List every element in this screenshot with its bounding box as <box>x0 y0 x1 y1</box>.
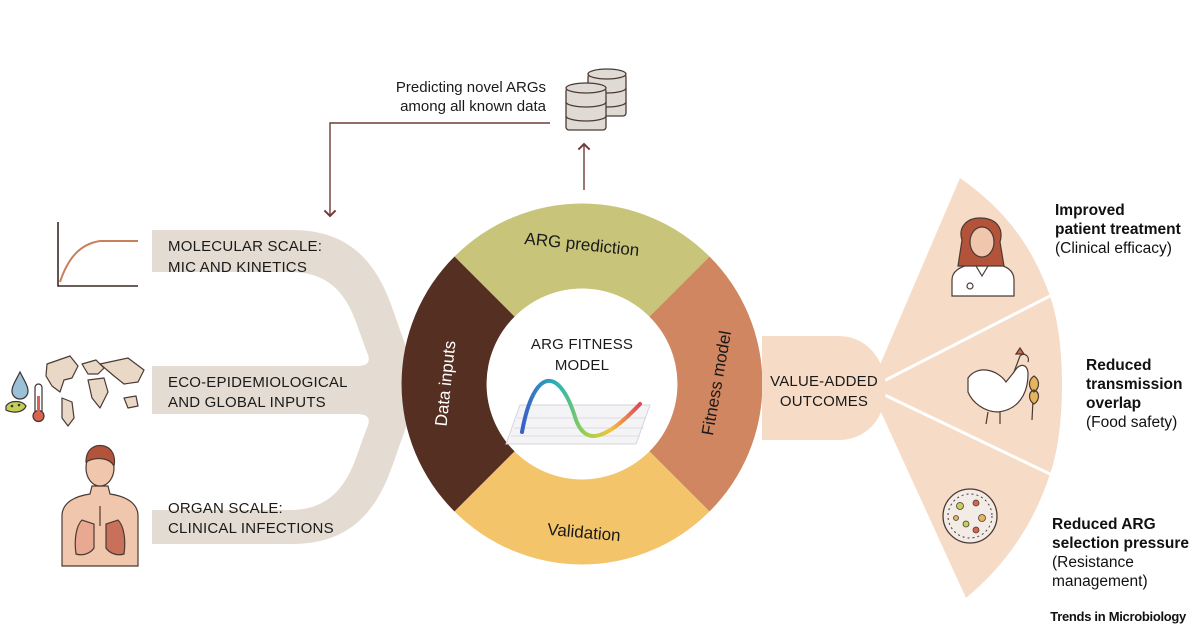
fitness-curve-icon <box>505 378 651 445</box>
thermometer-icon <box>32 383 45 423</box>
ring-segment-data-inputs <box>401 256 515 512</box>
model-ring <box>401 203 763 565</box>
ring-segment-validation <box>454 451 710 565</box>
input-organ-line1: ORGAN SCALE: <box>168 500 283 517</box>
input-molecular-line1: MOLECULAR SCALE: <box>168 238 322 255</box>
outcome-hub <box>762 336 886 440</box>
outcome-clinical: Improved patient treatment (Clinical eff… <box>1055 201 1181 258</box>
center-title-line2: MODEL <box>555 357 609 374</box>
outcome-resistance: Reduced ARG selection pressure (Resistan… <box>1052 515 1189 591</box>
input-eco-line1: ECO-EPIDEMIOLOGICAL <box>168 374 348 391</box>
outcome-food: Reduced transmission overlap (Food safet… <box>1086 356 1182 432</box>
bacterium-icon <box>5 400 27 413</box>
outcome-clinical-sub-1: (Clinical efficacy) <box>1055 240 1172 257</box>
human-lungs-icon <box>61 444 139 567</box>
ring-segment-fitness-model <box>649 256 763 512</box>
novel-arg-prediction-note-line1: Predicting novel ARGs <box>395 79 546 96</box>
database-icon <box>565 68 627 131</box>
world-map-icon <box>45 355 145 427</box>
input-organ-line2: CLINICAL INFECTIONS <box>168 520 334 537</box>
outcome-resistance-sub-1: (Resistance <box>1052 554 1134 571</box>
input-molecular-line2: MIC AND KINETICS <box>168 259 307 276</box>
ring-segment-arg-prediction <box>454 203 710 317</box>
outcome-resistance-title-2: selection pressure <box>1052 535 1189 552</box>
input-band <box>152 230 420 544</box>
outcome-resistance-title-1: Reduced ARG <box>1052 516 1156 533</box>
input-eco-line2: AND GLOBAL INPUTS <box>168 394 326 411</box>
outcome-food-title-1: Reduced <box>1086 357 1152 374</box>
saturation-curve-icon <box>57 222 138 287</box>
outcome-food-title-2: transmission <box>1086 376 1183 393</box>
outcome-clinical-title-1: Improved <box>1055 202 1125 219</box>
hub-line2: OUTCOMES <box>780 393 868 410</box>
center-title-line1: ARG FITNESS <box>531 336 633 353</box>
outcome-food-title-3: overlap <box>1086 395 1142 412</box>
novel-arg-prediction-note-line2: among all known data <box>400 98 546 115</box>
outcome-resistance-sub-2: management) <box>1052 573 1148 590</box>
outcome-food-sub-1: (Food safety) <box>1086 414 1178 431</box>
database-to-inputs-arrow <box>323 122 550 218</box>
fan-wedge-food <box>870 296 1062 474</box>
feedback-arrows <box>323 122 591 218</box>
hub-line1: VALUE-ADDED <box>770 373 878 390</box>
doctor-icon <box>951 217 1015 297</box>
water-drop-icon <box>11 370 29 400</box>
chicken-wheat-icon <box>967 346 1040 425</box>
novel-arg-prediction-note: Predicting novel ARGs among all known da… <box>332 78 546 116</box>
outcome-clinical-title-2: patient treatment <box>1055 221 1181 238</box>
input-band-shape <box>152 230 420 544</box>
petri-dish-icon <box>942 488 998 544</box>
journal-credit: Trends in Microbiology <box>1050 609 1186 624</box>
